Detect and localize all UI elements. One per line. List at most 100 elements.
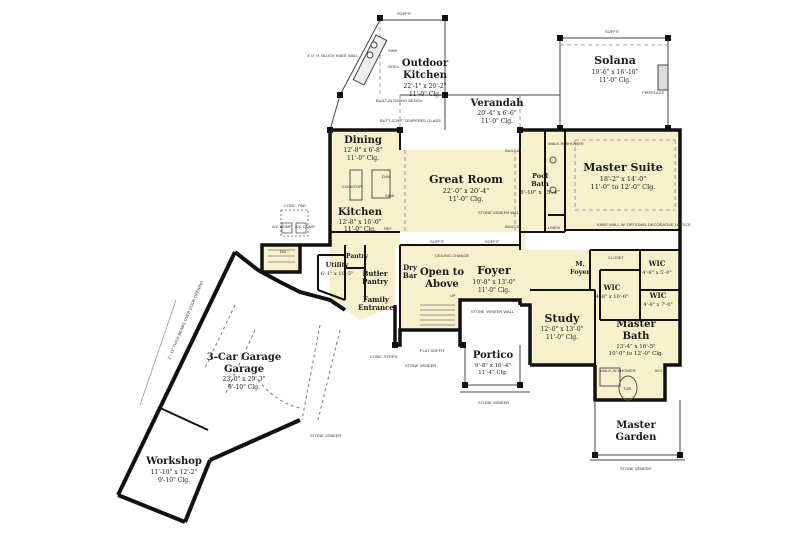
wic1-name: WIC: [648, 259, 666, 268]
workshop-name: Workshop: [145, 456, 202, 467]
master-garden-name-2: Garden: [616, 432, 658, 443]
note-ceiling-change: CEILING CHANGE: [435, 253, 470, 258]
portico-dims: 9'-8" x 10'-4": [475, 363, 511, 369]
garage-doors: [204, 304, 341, 421]
garage-name-2: Garage: [224, 364, 264, 375]
kitchen-dims: 12'-8" x 16'-0": [339, 219, 382, 226]
note-linen: LINEN: [548, 225, 560, 230]
foyer-dims: 10'-8" x 13'-0": [473, 279, 516, 286]
note-conc-pad: CONC. PAD: [284, 203, 306, 208]
pool-bath-name-1: Pool: [532, 172, 548, 180]
garage-walls: [116, 250, 347, 524]
m-foyer-name-2: Foyer: [570, 268, 591, 276]
wic2-dims: 4'-8" x 10'-0": [596, 294, 629, 300]
verandah-name: Verandah: [470, 98, 525, 109]
wic1-dims: 4'-8" x 5'-0": [642, 270, 671, 276]
portico-posts: [392, 342, 683, 458]
utility-dims: 6'-1" x 10'-5": [321, 271, 354, 277]
master-bath-name-1: Master: [616, 319, 656, 330]
note-fireplace: FIREPLACE: [642, 90, 665, 95]
family-entrance-name-1: Family: [363, 295, 390, 304]
great-room-dims: 22'-0" x 20'-4": [443, 187, 490, 195]
butler-pantry-name-1: Butler: [362, 269, 387, 278]
kitchen-name: Kitchen: [338, 207, 383, 218]
wic3-dims: 4'-8" x 7'-0": [643, 302, 672, 308]
open-to-above-name-1: Open to: [420, 267, 464, 278]
tub-and-fixtures: [349, 156, 638, 401]
outdoor-kitchen-clg: 11'-0" Clg.: [409, 91, 441, 98]
note-sink-outdoor: SINK: [388, 48, 398, 53]
workshop-divider: [157, 406, 209, 431]
workshop-clg: 9'-10" Clg.: [158, 477, 190, 484]
note-dn: DN: [280, 249, 286, 254]
note-stone-veneer-garage: STONE VENEER: [310, 433, 341, 438]
note-stone-veneer-garden: STONE VENEER: [620, 466, 651, 471]
note-stone-veneer-front: STONE VENEER: [478, 400, 509, 405]
butler-pantry-name-2: Pantry: [362, 277, 389, 286]
study-name: Study: [544, 312, 580, 325]
solana-clg: 11'-0" Clg.: [599, 77, 631, 84]
portico-name: Portico: [473, 350, 514, 361]
note-tub: TUB: [623, 386, 631, 391]
note-grill: GRILL: [388, 64, 400, 69]
note-conc-steps: CONC. STEPS: [370, 354, 397, 359]
outdoor-kitchen-dims: 22'-1" x 20'-2": [404, 83, 447, 90]
note-stone-veneer-wall-gr: STONE VENEER WALL: [478, 210, 522, 215]
stairs: [268, 249, 455, 326]
workshop-dims: 11'-10" x 12'-2": [151, 469, 198, 476]
note-stone-veneer-portico: STONE VENEER: [405, 363, 436, 368]
note-up: UP: [450, 293, 456, 298]
verandah-clg: 11'-0" Clg.: [481, 118, 513, 125]
dining-dims: 12'-8" x 6'-8": [343, 147, 382, 154]
note-stone-veneer-wall-foyer: STONE VENEER WALL: [471, 309, 515, 314]
note-built-in-bench: BUILT-IN DINING BENCH: [376, 98, 422, 103]
dry-bar-name-2: Bar: [403, 271, 417, 280]
master-bath-dims: 13'-4" x 16'-5": [616, 344, 655, 350]
note-flat-soffit: FLAT SOFFIT: [420, 348, 445, 353]
master-bath-name-2: Bath: [623, 331, 651, 342]
note-walk-in-shower-pool: WALK-IN SHOWER: [548, 141, 584, 146]
master-suite-name: Master Suite: [583, 161, 662, 174]
pool-bath-dims: 6'-10" x 15'-4": [520, 190, 559, 196]
note-closet: CLOSET: [608, 255, 625, 260]
note-soffit-gr2: SOFFIT: [485, 239, 500, 244]
master-suite-clg: 11'-0" to 12'-0" Clg.: [591, 183, 656, 191]
pool-bath-name-2: Bath: [531, 180, 549, 188]
outdoor-kitchen-name-2: Kitchen: [403, 70, 448, 81]
note-knee-wall: 4'-0" H. BLOCK KNEE WALL: [307, 53, 359, 58]
wic2-name: WIC: [603, 283, 621, 292]
floor-fill: [262, 130, 680, 400]
outdoor-grill: [352, 34, 388, 86]
note-built-in-2: BUILT-IN: [505, 224, 521, 229]
note-built-in-1: BUILT-IN: [505, 148, 521, 153]
portico-clg: 11'-4" Clg.: [478, 370, 508, 376]
pantry-name: Pantry: [346, 253, 369, 260]
garage-name: 3-Car Garage: [207, 352, 281, 363]
family-entrance-name-2: Entrance: [358, 303, 394, 312]
great-room-clg: 11'-0" Clg.: [449, 195, 484, 203]
note-ref: REF.: [384, 226, 393, 231]
master-bath-clg: 10'-0" to 12'-0" Clg.: [609, 351, 664, 357]
room-labels: Outdoor Kitchen 22'-1" x 20'-2" 11'-0" C…: [145, 54, 673, 484]
study-dims: 12'-0" x 13'-0": [541, 326, 584, 333]
note-wc: W.C.: [655, 368, 664, 373]
note-walk-in-shower-master: WALK-IN SHOWER: [600, 368, 636, 373]
portico-lines: [460, 345, 685, 461]
note-soffit-solana: SOFFIT: [605, 29, 620, 34]
note-knee-wall-lattice: KNEE WALL W/ OPTIONAL DECORATIVE LATTICE: [597, 222, 691, 227]
garage-clg: 9'-10" Clg.: [228, 384, 260, 391]
note-butt-joint: BUTT-JOINT TEMPERED GLASS: [380, 118, 441, 123]
garage-beam-note: 3' - 11" THICK BEAMS OVER DOOR OPENING: [166, 280, 204, 361]
note-ac-comp-1: A/C COMP.: [272, 224, 292, 229]
open-to-above-name-2: Above: [424, 279, 459, 290]
outdoor-lines: [329, 19, 669, 131]
ac-pads: [280, 209, 309, 237]
annotations: SOFFIT SOFFIT FIREPLACE 4'-0" H. BLOCK K…: [272, 11, 691, 471]
note-dw: D/W: [382, 174, 390, 179]
note-cooktop: COOKTOP: [342, 184, 362, 189]
dining-name: Dining: [344, 135, 382, 146]
dining-clg: 11'-0" Clg.: [347, 155, 379, 162]
foyer-clg: 11'-0" Clg.: [478, 287, 510, 294]
m-foyer-name-1: M.: [575, 260, 584, 268]
